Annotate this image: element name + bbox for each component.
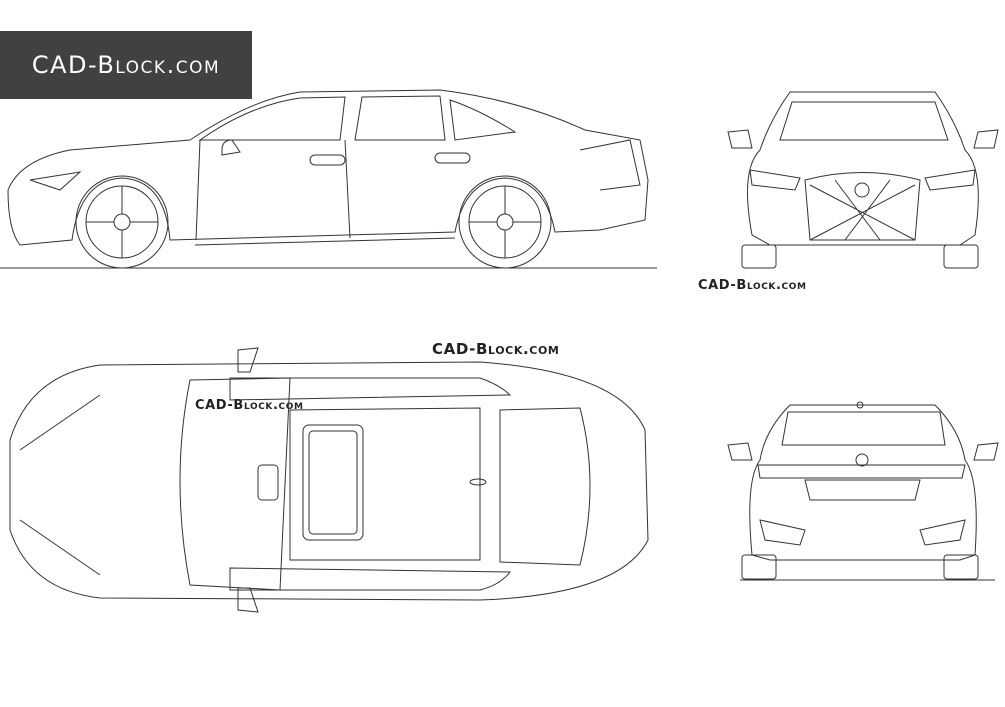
watermark-front: CAD-Block.com [698, 278, 807, 293]
watermark-top-right: CAD-Block.com [432, 340, 560, 358]
side-view [0, 89, 657, 269]
front-view [727, 91, 999, 269]
watermark-top-left: CAD-Block.com [195, 398, 304, 413]
cad-block-logo: CAD-Block.com [0, 31, 252, 99]
rear-view [727, 401, 999, 581]
top-view [9, 347, 649, 613]
